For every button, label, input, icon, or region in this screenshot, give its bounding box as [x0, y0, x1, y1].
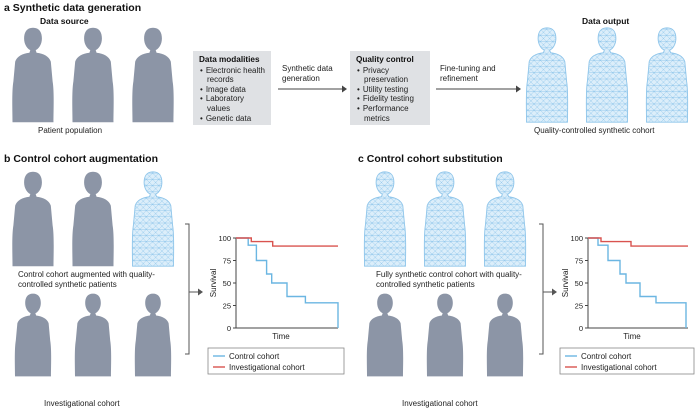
synthetic-patient-figure: [645, 27, 689, 123]
panel-c-top-caption: Fully synthetic control cohort with qual…: [376, 270, 522, 289]
synthetic-patient-figure: [585, 27, 629, 123]
x-axis-label: Time: [623, 332, 641, 341]
y-axis-label: Survival: [209, 269, 218, 298]
qc-item: Performance metrics: [356, 104, 424, 123]
modality-item: Laboratory values: [199, 94, 265, 113]
y-axis-label: Survival: [561, 269, 570, 298]
panel-b-investigational-figures: [14, 293, 172, 377]
y-tick-label: 0: [579, 324, 583, 333]
synthetic-cohort-figures: [525, 27, 689, 123]
real-patient-figure: [74, 293, 112, 377]
real-patient-figure: [72, 27, 114, 123]
panel-b-title: b Control cohort augmentation: [4, 153, 158, 165]
real-patient-figure: [366, 293, 404, 377]
y-tick-label: 75: [223, 257, 231, 266]
arrow-synthetic-generation-label: Synthetic data generation: [282, 64, 333, 83]
synthetic-patient-figure: [483, 171, 527, 267]
investigational-cohort-line: [588, 237, 688, 247]
panel-b-top-caption: Control cohort augmented with quality-co…: [18, 270, 155, 289]
panel-c-bracket-arrow: [539, 223, 557, 355]
real-patient-figure: [12, 27, 54, 123]
modality-item: Genetic data: [199, 114, 265, 124]
panel-a-title: a Synthetic data generation: [4, 2, 142, 14]
y-tick-label: 75: [575, 257, 583, 266]
legend-label: Control cohort: [581, 352, 632, 361]
real-patient-figure: [486, 293, 524, 377]
legend-label: Control cohort: [229, 352, 280, 361]
y-tick-label: 0: [227, 324, 231, 333]
arrow-fine-tuning-label: Fine-tuning and refinement: [440, 64, 496, 83]
arrow-synthetic-generation: [278, 85, 347, 93]
y-tick-label: 50: [575, 279, 583, 288]
real-patient-figure: [72, 171, 114, 267]
arrow-fine-tuning: [436, 85, 521, 93]
synthetic-patient-figure: [131, 171, 175, 267]
y-tick-label: 100: [218, 234, 231, 243]
panel-b-bracket-arrow: [185, 223, 203, 355]
real-patient-figure: [132, 27, 174, 123]
augmented-control-figures: [12, 171, 175, 267]
synthetic-cohort-caption: Quality-controlled synthetic cohort: [534, 126, 655, 135]
panel-c-bottom-caption: Investigational cohort: [402, 399, 478, 408]
panel-b-bottom-caption: Investigational cohort: [44, 399, 120, 408]
quality-control-box: Quality control Privacy preservation Uti…: [350, 51, 430, 125]
investigational-cohort-line: [236, 237, 338, 247]
panel-c-title: c Control cohort substitution: [358, 153, 503, 165]
legend-label: Investigational cohort: [229, 363, 305, 372]
panel-c-investigational-figures: [366, 293, 524, 377]
qc-item: Utility testing: [356, 85, 424, 95]
y-tick-label: 25: [223, 302, 231, 311]
synthetic-patient-figure: [423, 171, 467, 267]
patient-population-figures: [12, 27, 174, 123]
y-tick-label: 25: [575, 302, 583, 311]
qc-item: Fidelity testing: [356, 94, 424, 104]
real-patient-figure: [426, 293, 464, 377]
legend-box: [207, 347, 345, 375]
data-modalities-title: Data modalities: [199, 55, 260, 64]
data-modalities-box: Data modalities Electronic health record…: [193, 51, 271, 125]
synthetic-control-figures: [363, 171, 527, 267]
synthetic-patient-figure: [363, 171, 407, 267]
qc-item: Privacy preservation: [356, 66, 424, 85]
control-cohort-line: [236, 237, 339, 328]
data-output-label: Data output: [582, 16, 630, 26]
real-patient-figure: [12, 171, 54, 267]
data-source-label: Data source: [40, 16, 89, 26]
y-tick-label: 100: [570, 234, 583, 243]
y-tick-label: 50: [223, 279, 231, 288]
modality-item: Electronic health records: [199, 66, 265, 85]
patient-population-caption: Patient population: [38, 126, 103, 135]
synthetic-patient-figure: [525, 27, 569, 123]
control-cohort-line: [588, 237, 687, 328]
quality-control-title: Quality control: [356, 55, 414, 64]
legend-label: Investigational cohort: [581, 363, 657, 372]
real-patient-figure: [14, 293, 52, 377]
legend-box: [559, 347, 695, 375]
x-axis-label: Time: [272, 332, 290, 341]
modality-item: Image data: [199, 85, 265, 95]
real-patient-figure: [134, 293, 172, 377]
